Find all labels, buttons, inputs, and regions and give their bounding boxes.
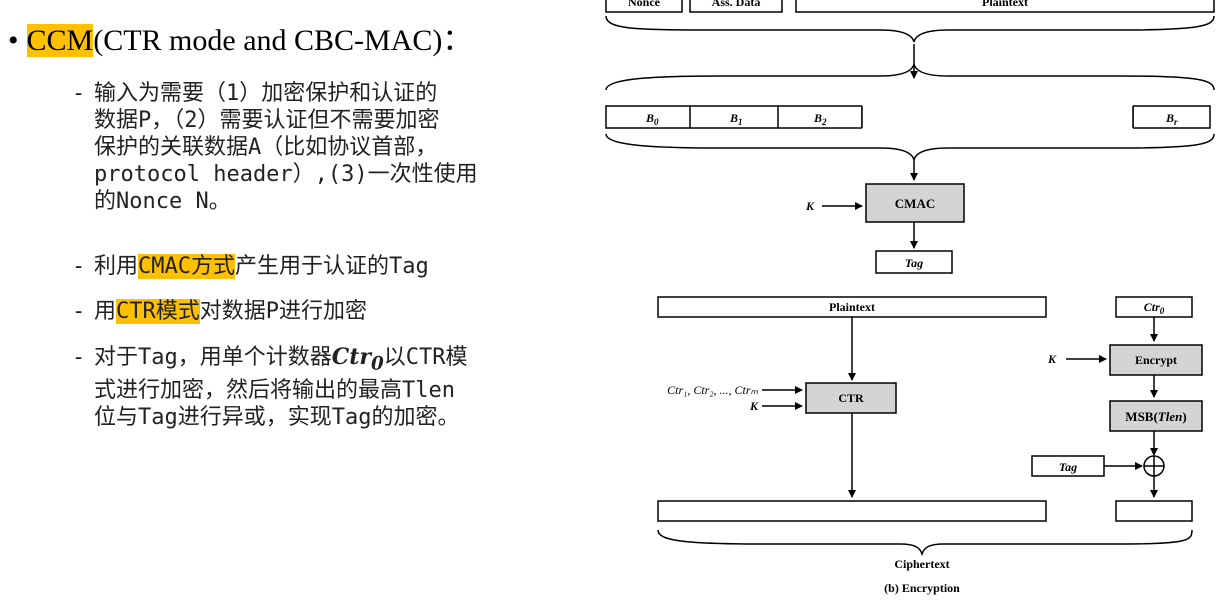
dash: -: [72, 299, 86, 324]
msb-label: MSB(Tlen): [1125, 409, 1186, 424]
sub4-post: 以CTR模: [383, 345, 468, 370]
bullet-dot: •: [8, 24, 19, 57]
ciphertext-main-box: [657, 500, 1047, 522]
cmac-box: [865, 183, 965, 223]
ctr-inputs-label: Ctr₁, Ctr₂, ..., Ctrₘ: [667, 383, 758, 397]
ciphertext-brace: [657, 529, 1193, 557]
block-b2-label: B2: [813, 111, 827, 127]
sub3-post: 对数据P进行加密: [199, 299, 368, 324]
k-label-ctr: K: [749, 399, 759, 413]
ciphertext-tag-box: [1115, 500, 1193, 522]
tag-box: [875, 250, 953, 274]
ctr-subscript: 0: [371, 353, 384, 375]
top-brace: [605, 15, 1215, 43]
msb-box: [1109, 400, 1203, 432]
sub-bullet-tag-encryption: -对于Tag，用单个计数器Ctr0以CTR模 式进行加密，然后将输出的最高Tle…: [72, 344, 468, 431]
dash: -: [72, 345, 86, 370]
cmac-label: CMAC: [895, 196, 935, 211]
sub2-pre: 利用: [94, 254, 139, 279]
ciphertext-label: Ciphertext: [894, 557, 949, 571]
ctr-box: [805, 382, 897, 414]
dash: -: [72, 81, 86, 106]
sub2-post: 产生用于认证的Tag: [235, 254, 429, 279]
sub3-pre: 用: [94, 299, 117, 324]
block-b1-label: B1: [729, 111, 743, 127]
sub-bullet-cmac: -利用CMAC方式产生用于认证的Tag: [72, 253, 429, 280]
brace-over-blocks: [605, 63, 1215, 91]
ctr-symbol: Ctr: [331, 344, 372, 370]
block-b0-label: B0: [645, 111, 659, 127]
sub4-line: 式进行加密，然后将输出的最高Tlen: [94, 378, 455, 404]
k-label-cmac: K: [805, 199, 815, 213]
sub-bullet-ctr: -用CTR模式对数据P进行加密: [72, 298, 367, 325]
sub4-line: 位与Tag进行异或，实现Tag的加密。: [94, 405, 460, 431]
ctr-highlight: CTR模式: [116, 299, 200, 324]
nonce-box: [605, 0, 683, 13]
tag-input-label: Tag: [1059, 460, 1077, 474]
sub1-line: 输入为需要（1）加密保护和认证的: [94, 81, 438, 106]
ctr0-label: Ctr0: [1144, 300, 1165, 316]
main-bullet-text: (CTR mode and CBC-MAC)：: [93, 24, 473, 57]
nonce-label: Nonce: [628, 0, 661, 9]
sub4-pre: 对于Tag，用单个计数器: [94, 345, 332, 370]
tag-label: Tag: [905, 256, 923, 270]
sub1-line: protocol header）,(3)一次性使用: [94, 162, 478, 187]
ccm-encryption-diagram: Nonce Ass. Data Plaintext B0 B1 B2 Br K …: [605, 0, 1215, 595]
ctr-label: CTR: [838, 391, 864, 405]
dash: -: [72, 254, 86, 279]
plaintext-top-box: [795, 0, 1215, 13]
block-br-label: Br: [1165, 111, 1178, 127]
plaintext-top-label: Plaintext: [982, 0, 1028, 9]
ass-data-box: [689, 0, 783, 13]
sub-bullet-inputs: -输入为需要（1）加密保护和认证的 数据P，（2）需要认证但不需要加密 保护的关…: [72, 80, 478, 215]
plaintext-label: Plaintext: [829, 300, 875, 314]
k-label-encrypt: K: [1047, 352, 1057, 366]
encrypt-label: Encrypt: [1135, 353, 1177, 367]
ccm-highlight: CCM: [26, 24, 94, 57]
sub1-line: 数据P，（2）需要认证但不需要加密: [94, 108, 440, 133]
diagram-caption: (b) Encryption: [884, 581, 960, 595]
slide-text-panel: •CCM(CTR mode and CBC-MAC)： -输入为需要（1）加密保…: [0, 0, 600, 600]
brace-under-blocks: [605, 133, 1215, 161]
sub1-line: 保护的关联数据A（比如协议首部，: [94, 135, 438, 160]
encrypt-box: [1109, 344, 1203, 376]
sub1-line: 的Nonce N。: [94, 189, 231, 214]
main-bullet: •CCM(CTR mode and CBC-MAC)：: [8, 22, 472, 60]
cmac-highlight: CMAC方式: [138, 254, 235, 279]
blocks-gap: [862, 104, 1133, 130]
ctr0-math: Ctr0: [331, 344, 384, 374]
ass-data-label: Ass. Data: [712, 0, 761, 9]
